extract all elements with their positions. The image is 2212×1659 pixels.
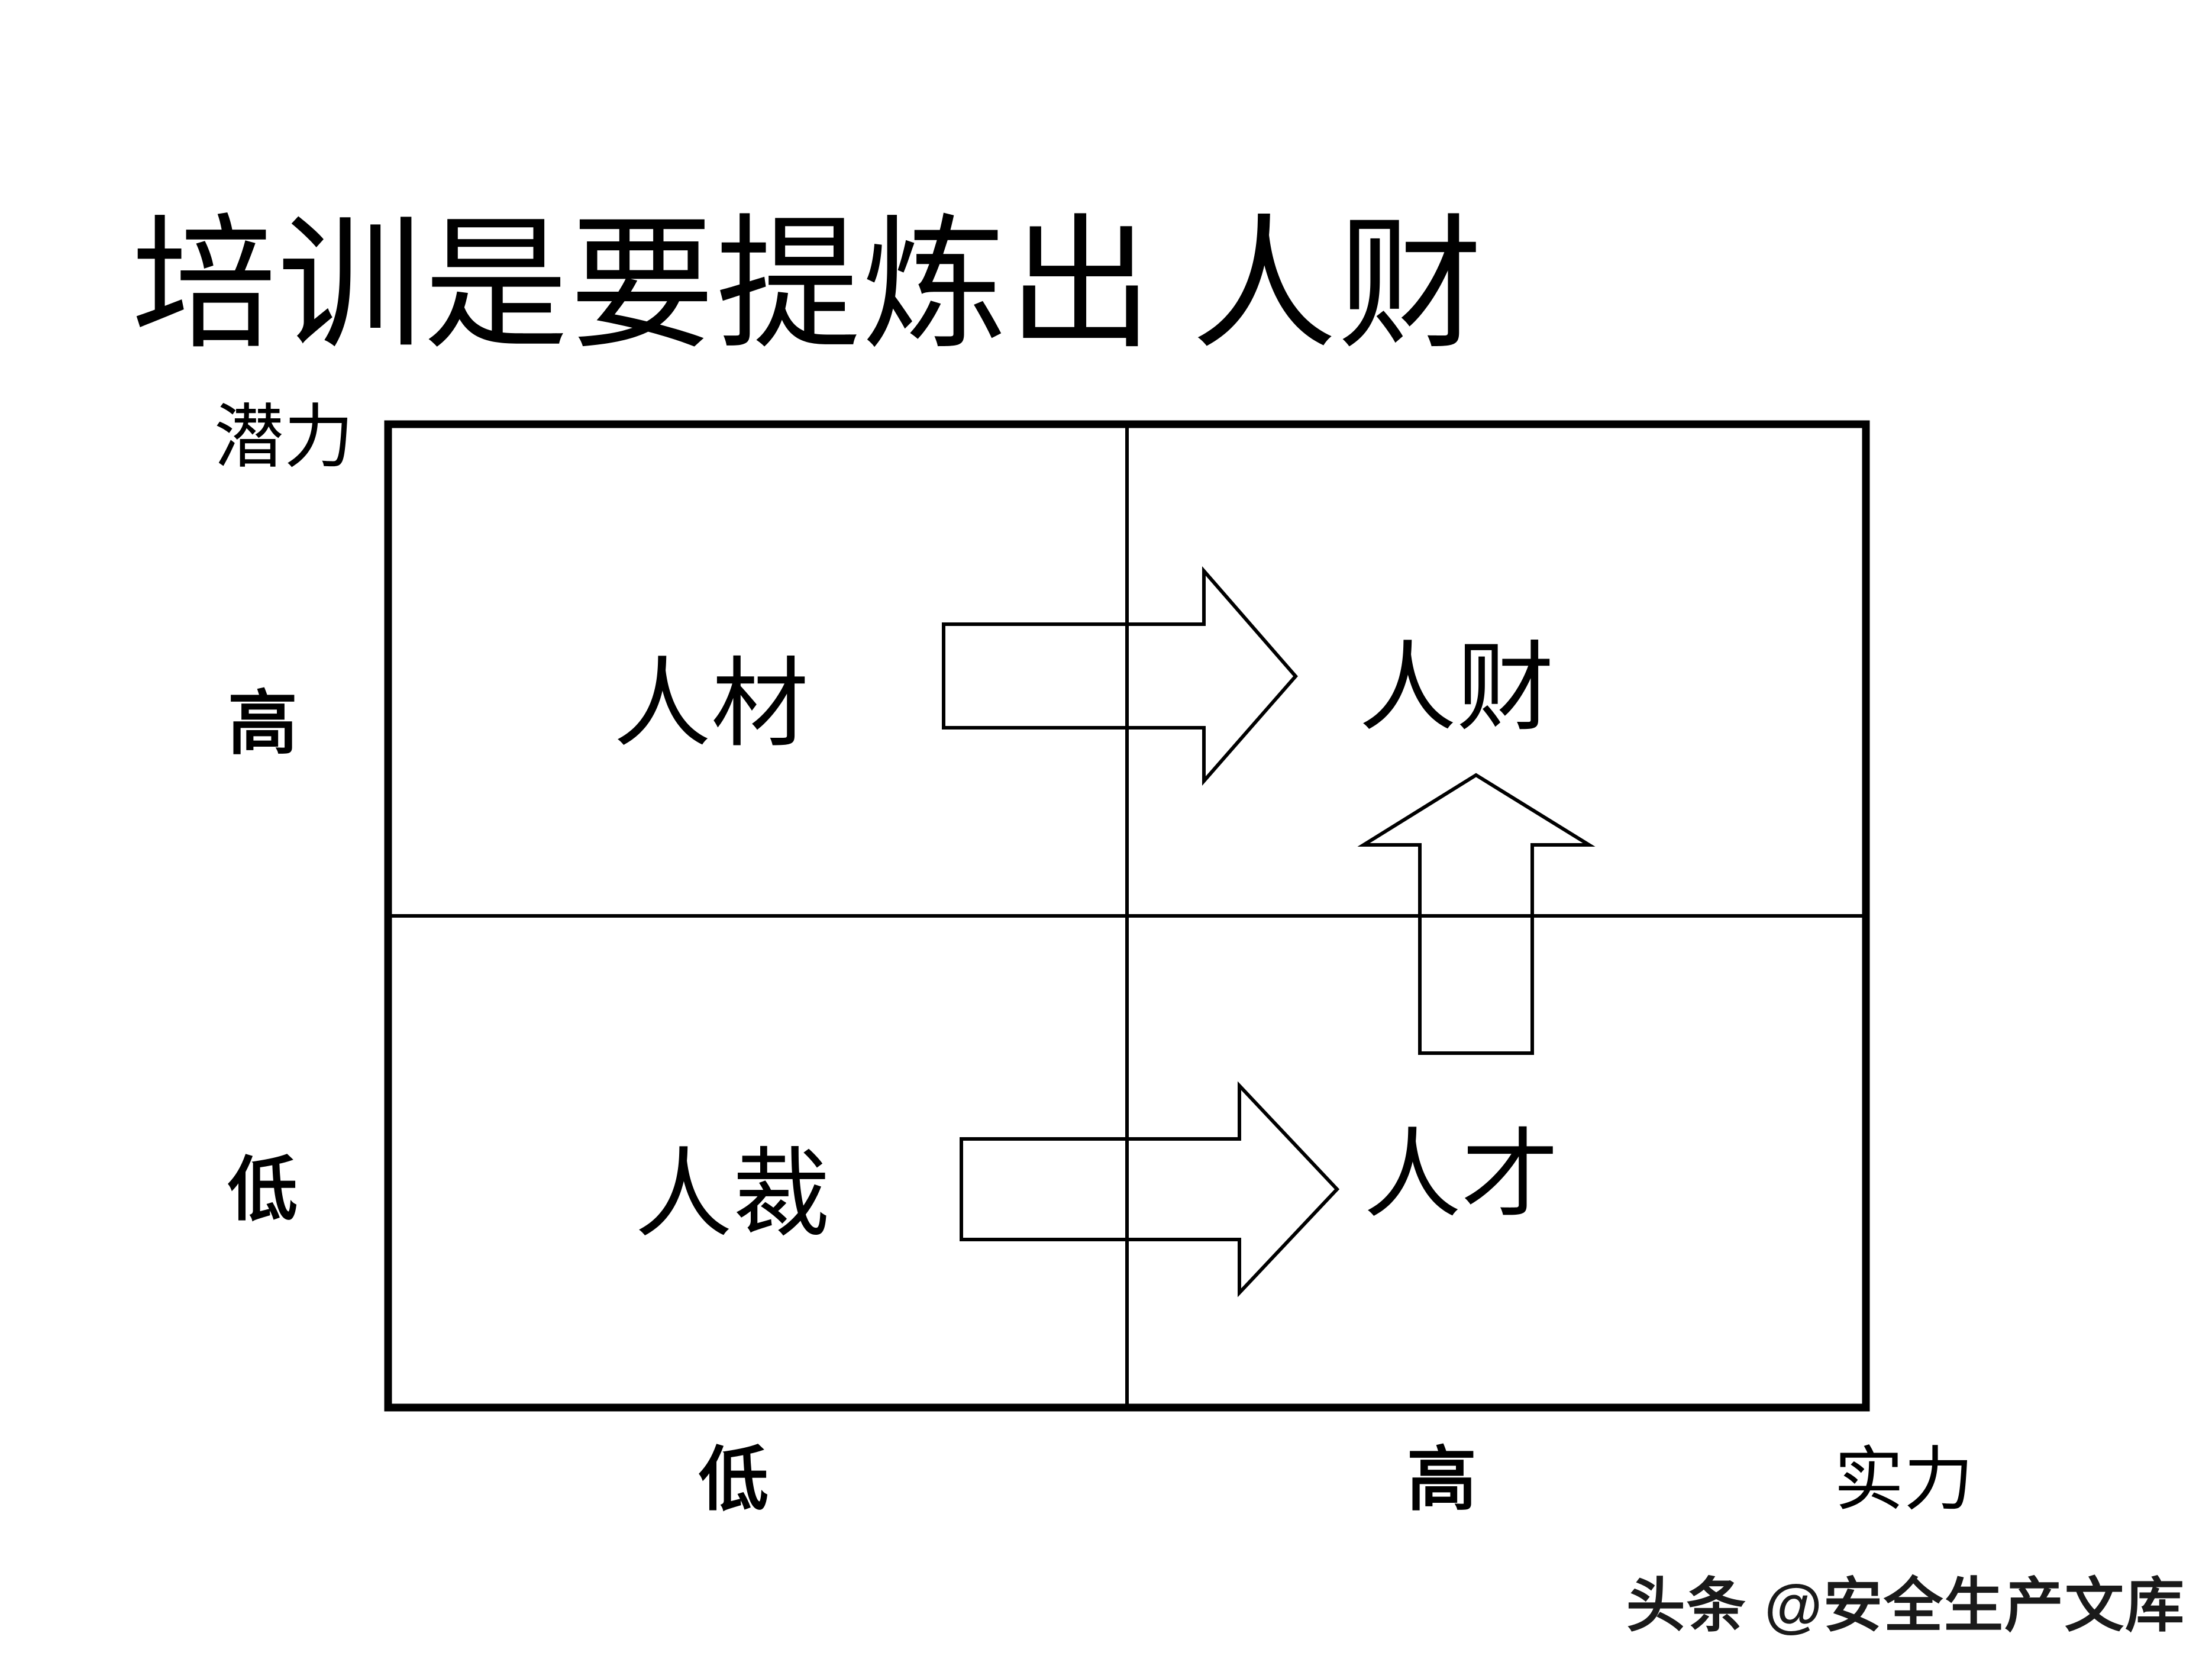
page-title: 培训是要提炼出 人财 [131,206,1484,366]
y-axis-high-label: 高 [227,685,298,763]
quadrant-label-bottom-right: 人才 [1364,1121,1559,1230]
x-axis-title: 实力 [1833,1441,1974,1519]
y-axis-low-label: 低 [227,1151,298,1229]
right-arrow-bottom-icon [960,1081,1340,1297]
x-axis-high-label: 高 [1406,1441,1477,1519]
quadrant-label-top-left: 人材 [613,650,809,759]
quadrant-label-bottom-left: 人裁 [635,1141,830,1250]
right-arrow-top-icon [942,566,1298,786]
watermark: 头条 @安全生产文库 [1626,1573,2185,1639]
quadrant-label-top-right: 人财 [1359,634,1554,743]
grid-border [384,420,1870,1412]
y-axis-title: 潜力 [214,399,354,477]
x-axis-low-label: 低 [698,1441,769,1519]
